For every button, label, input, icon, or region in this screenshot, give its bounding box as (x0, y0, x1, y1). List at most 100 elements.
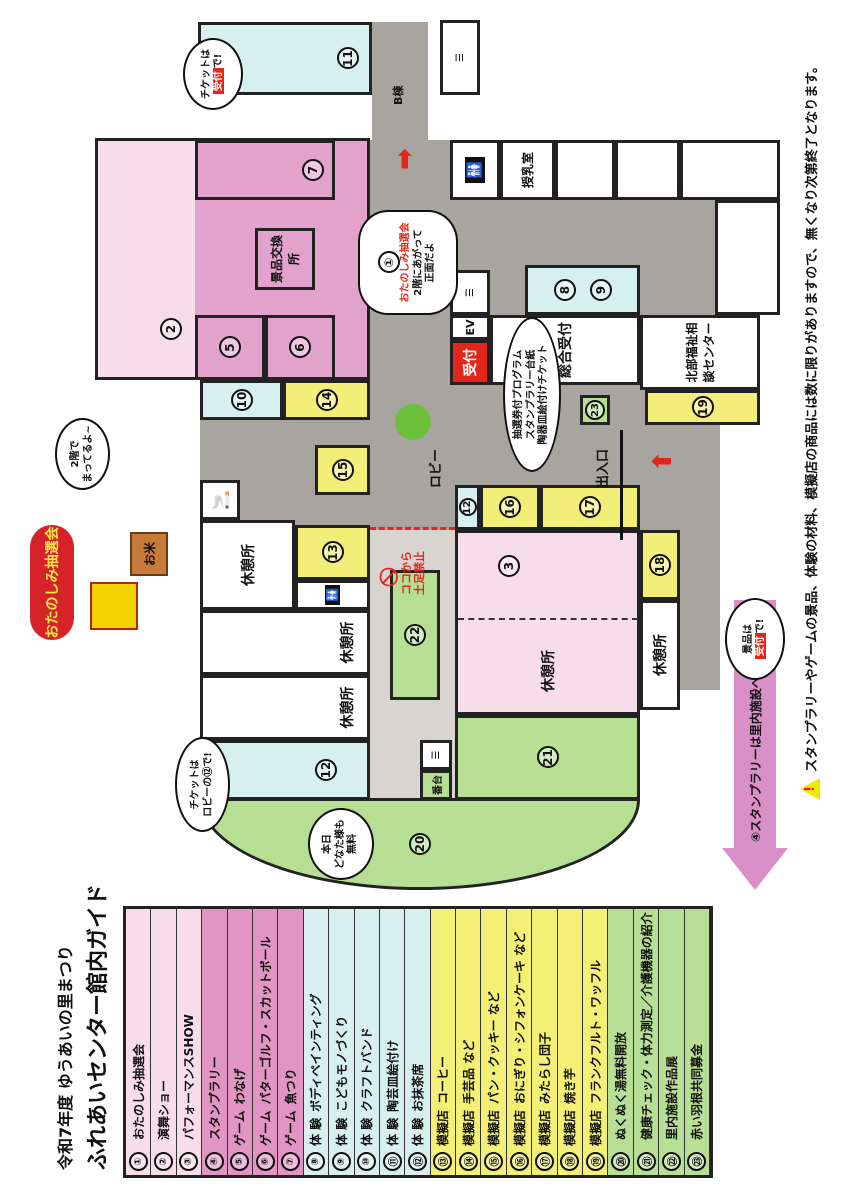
legend-label: みたらし団子 (537, 1031, 552, 1104)
prize-exchange[interactable]: 景品交換所 (255, 228, 315, 290)
area-2-stage[interactable] (98, 141, 195, 377)
rest-area-2[interactable]: 休憩所 (200, 610, 370, 675)
legend-label: おたのしみ抽選会 (131, 1043, 146, 1140)
bubble-lottery: ① おたのしみ抽選会 2階にあがって 正面だよ (358, 210, 458, 315)
legend-label: こどもモノづくり (334, 1015, 349, 1112)
bubble-title: おたのしみ抽選会 (400, 222, 412, 303)
room-17[interactable]: 17 (540, 485, 640, 530)
marker-13: 13 (321, 541, 344, 564)
legend-category: 模擬店 (487, 1109, 502, 1146)
legend-row: ㉑ 健康チェック・体力測定／介護機器の紹介 (633, 909, 660, 1175)
room-19[interactable]: 19 (645, 390, 760, 425)
prize-box-icon (90, 582, 138, 630)
room-8-9[interactable]: 8 9 (525, 265, 640, 315)
room-10[interactable]: 10 (200, 380, 283, 420)
legend-label: フランクフルト・ワッフル (588, 959, 603, 1104)
marker-10: 10 (230, 389, 253, 411)
smoking-area-icon: 🚬 (200, 480, 240, 520)
room-12-ticket[interactable]: 12 (455, 485, 480, 530)
legend-category: 体 験 (360, 1117, 375, 1146)
room-15[interactable]: 15 (315, 445, 370, 495)
bubble-text: チケットは (200, 49, 212, 99)
marker-22: 22 (404, 624, 426, 646)
room-18[interactable]: 18 (640, 530, 680, 600)
welfare-center[interactable]: 北部福祉相談センター (640, 315, 760, 390)
room-14[interactable]: 14 (283, 380, 370, 420)
room-21[interactable]: 21 (455, 715, 640, 800)
legend-number: ⑨ (331, 1152, 351, 1171)
marker-21: 21 (536, 746, 559, 769)
bubble-text: 本日 (322, 834, 334, 854)
room-3-stage[interactable]: 3 休憩所 (455, 530, 640, 715)
bubble-tag: 受付 (213, 68, 224, 95)
room-5[interactable]: 5 (195, 315, 265, 380)
legend-label: スタンプラリー (207, 1056, 222, 1140)
stairs-b-building: ☰ (440, 20, 480, 95)
marker-15: 15 (331, 459, 354, 481)
rest-area-1[interactable]: 休憩所 (200, 520, 295, 610)
legend-label: ボディペインティング (309, 993, 324, 1112)
room-blank-1 (555, 140, 615, 200)
legend-number: ⑳ (611, 1152, 631, 1171)
bubble-ticket-12: チケットは ロビーの⑫で! (175, 737, 230, 832)
bubble-text: 2階にあがって (412, 229, 424, 296)
legend-label: パフォーマンスSHOW (182, 1014, 197, 1140)
legend-number: ② (154, 1152, 174, 1171)
rest-area-4[interactable]: 休憩所 (640, 600, 680, 710)
bubble-text: スタンプラリー台紙 (525, 349, 537, 440)
room-13[interactable]: 13 (295, 525, 370, 580)
marker-17: 17 (579, 496, 601, 519)
entrance-label[interactable]: 出入口 (596, 448, 611, 488)
elevator[interactable]: EV (450, 315, 490, 340)
marker-9: 9 (589, 279, 612, 301)
legend-number: ⑫ (407, 1152, 427, 1171)
bubble-text: で! (755, 618, 766, 634)
nursing-room[interactable]: 授乳室 (500, 140, 555, 200)
legend-number: ① (128, 1152, 148, 1171)
divider-line (458, 618, 638, 620)
no-shoes-text-1: ココから (399, 551, 413, 595)
legend-label: 里内施設作品展 (664, 1055, 679, 1140)
legend-number: ⑱ (560, 1152, 580, 1171)
marker-11: 11 (337, 47, 359, 70)
no-shoes-icon: ⃠ (378, 551, 400, 595)
room-20-bath[interactable]: 20 (200, 798, 640, 890)
legend-number: ⑧ (306, 1152, 326, 1171)
legend-label: 健康チェック・体力測定／介護機器の紹介 (639, 912, 654, 1140)
legend-category: ゲーム (233, 1110, 248, 1146)
room-23[interactable]: 23 (580, 395, 610, 425)
notice: スタンプラリーやゲームの景品、体験の材料、模擬店の商品には数に限りがありますので… (800, 60, 820, 800)
legend-label: パン・クッキー など (487, 991, 502, 1104)
legend-category: 体 験 (385, 1117, 400, 1146)
rest-area-3[interactable]: 休憩所 (200, 675, 370, 740)
legend-number: ⑪ (382, 1152, 402, 1171)
restroom-icon: 🚻 (295, 580, 370, 610)
legend-label: クラフトバンド (360, 1027, 375, 1112)
marker-14: 14 (315, 389, 338, 411)
legend-category: 模擬店 (588, 1109, 603, 1146)
room-6[interactable]: 6 (265, 315, 335, 380)
lottery-logo: おたのしみ抽選会 お米 (30, 525, 180, 640)
reception-desk[interactable]: 受付 (450, 340, 490, 385)
legend-label: 手芸品 など (461, 1039, 476, 1104)
bubble-text: 正面だよ (425, 242, 437, 283)
event-title: 令和7年度 ゆうあいの里まつり (56, 945, 75, 1170)
room-7[interactable]: 7 (195, 140, 335, 200)
legend-number: ⑩ (357, 1152, 377, 1171)
room-blank-2 (615, 140, 680, 200)
marker-18: 18 (649, 554, 671, 576)
legend-number: ㉑ (636, 1152, 656, 1171)
bandai[interactable]: 番台 (420, 770, 452, 800)
legend-category: 模擬店 (537, 1109, 552, 1146)
marker-7: 7 (302, 159, 324, 181)
legend-number: ⑤ (230, 1152, 250, 1171)
rice-bag: お米 (130, 532, 168, 576)
legend-label: パターゴルフ・スカットボール (258, 936, 273, 1105)
room-16[interactable]: 16 (480, 485, 540, 530)
